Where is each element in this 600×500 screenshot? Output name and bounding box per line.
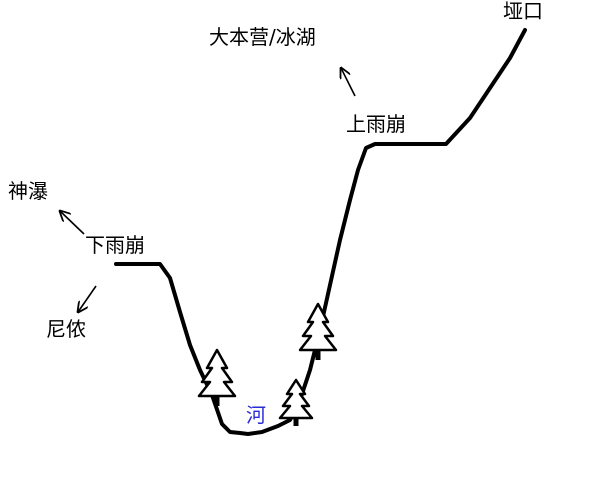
label-niyi: 尼侬 [46,317,86,341]
label-shenpu: 神瀑 [8,179,48,203]
arrow-icon [341,68,356,97]
label-yakou: 垭口 [503,0,543,23]
label-xiayubeng: 下雨崩 [85,233,145,257]
label-dabenying: 大本营/冰湖 [209,25,316,49]
label-river: 河 [246,403,266,427]
tree-icon [197,348,237,406]
label-shangyubeng: 上雨崩 [346,112,406,136]
tree-icon [278,378,314,426]
terrain-profile-line [114,28,527,436]
arrow-icon [78,285,97,312]
tree-icon [298,302,338,360]
arrow-icon [60,211,85,235]
